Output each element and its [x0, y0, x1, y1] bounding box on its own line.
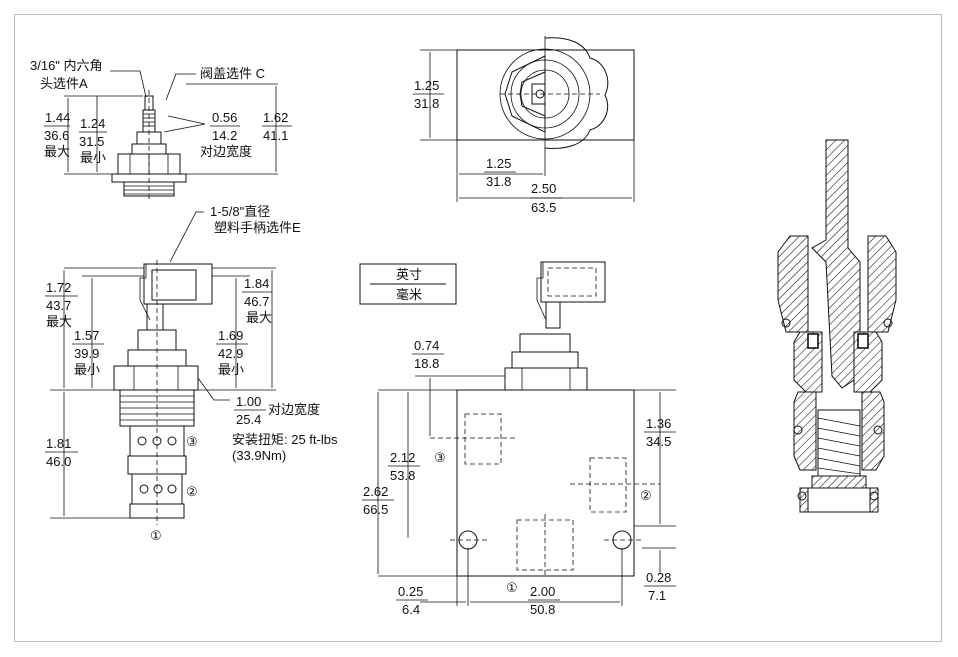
dim-q-mm: 66.5 [363, 502, 388, 517]
dim-r-inch: 0.25 [398, 584, 423, 599]
dim-i-max: 最大 [246, 310, 272, 325]
small-valve-view [64, 70, 278, 200]
dim-c-mm: 14.2 [212, 128, 237, 143]
dim-e-inch: 1.25 [414, 78, 439, 93]
cap-option-label: 阀盖选件 C [200, 66, 265, 81]
port-2-label-left: ② [186, 484, 198, 499]
knob-label-line1: 1-5/8"直径 [210, 204, 270, 219]
dim-m-inch: 1.81 [46, 436, 71, 451]
dim-f-inch: 1.25 [486, 156, 511, 171]
dim-g-mm: 63.5 [531, 200, 556, 215]
units-legend [359, 263, 457, 305]
hex-key-label-line2: 头选件A [40, 76, 88, 91]
dim-r-mm: 6.4 [402, 602, 420, 617]
port-2-label-block: ② [640, 488, 652, 503]
dim-l-inch: 1.00 [236, 394, 261, 409]
dim-j-inch: 1.57 [74, 328, 99, 343]
dim-p-mm: 53.8 [390, 468, 415, 483]
dim-k-inch: 1.69 [218, 328, 243, 343]
dim-d-inch: 1.62 [263, 110, 288, 125]
port-1-label-left: ① [150, 528, 162, 543]
dim-s-mm: 50.8 [530, 602, 555, 617]
dim-k-mm: 42.9 [218, 346, 243, 361]
unit-mm-label: 毫米 [396, 287, 422, 302]
dim-c-across-flats: 对边宽度 [200, 144, 252, 159]
port-3-label-block: ③ [434, 450, 446, 465]
dim-k-min: 最小 [218, 362, 244, 377]
dim-c-inch: 0.56 [212, 110, 237, 125]
dim-f-mm: 31.8 [486, 174, 511, 189]
dim-b-mm: 31.5 [79, 134, 104, 149]
dim-t-inch: 0.28 [646, 570, 671, 585]
torque-label-line2: (33.9Nm) [232, 448, 286, 463]
dim-a-mm: 36.6 [44, 128, 69, 143]
cross-section-view [777, 139, 897, 513]
drawing-frame [14, 14, 942, 642]
manifold-view [377, 261, 676, 606]
dim-d-mm: 41.1 [263, 128, 288, 143]
dim-s-inch: 2.00 [530, 584, 555, 599]
dim-i-mm: 46.7 [244, 294, 269, 309]
dim-h-max: 最大 [46, 314, 72, 329]
knob-label-line2: 塑料手柄选件E [214, 220, 301, 235]
top-view [420, 36, 635, 202]
unit-inch-label: 英寸 [396, 267, 422, 282]
dim-o-inch: 1.36 [646, 416, 671, 431]
dim-a-inch: 1.44 [45, 110, 70, 125]
dim-l-across-flats: 对边宽度 [268, 402, 320, 417]
dim-j-mm: 39.9 [74, 346, 99, 361]
dim-n-mm: 18.8 [414, 356, 439, 371]
dim-h-inch: 1.72 [46, 280, 71, 295]
dim-g-inch: 2.50 [531, 181, 556, 196]
valve-side-view [50, 211, 276, 525]
dim-a-max: 最大 [44, 144, 70, 159]
hex-key-label-line1: 3/16" 内六角 [30, 58, 103, 73]
dim-j-min: 最小 [74, 362, 100, 377]
dim-o-mm: 34.5 [646, 434, 671, 449]
dim-b-min: 最小 [80, 150, 106, 165]
torque-label-line1: 安装扭矩: 25 ft-lbs [232, 432, 338, 447]
dim-q-inch: 2.62 [363, 484, 388, 499]
dim-l-mm: 25.4 [236, 412, 261, 427]
port-3-label-left: ③ [186, 434, 198, 449]
dim-h-mm: 43.7 [46, 298, 71, 313]
dim-t-mm: 7.1 [648, 588, 666, 603]
port-1-label-block: ① [506, 580, 518, 595]
dim-e-mm: 31.8 [414, 96, 439, 111]
dim-n-inch: 0.74 [414, 338, 439, 353]
dim-i-inch: 1.84 [244, 276, 269, 291]
dim-b-inch: 1.24 [80, 116, 105, 131]
dim-p-inch: 2.12 [390, 450, 415, 465]
dim-m-mm: 46.0 [46, 454, 71, 469]
